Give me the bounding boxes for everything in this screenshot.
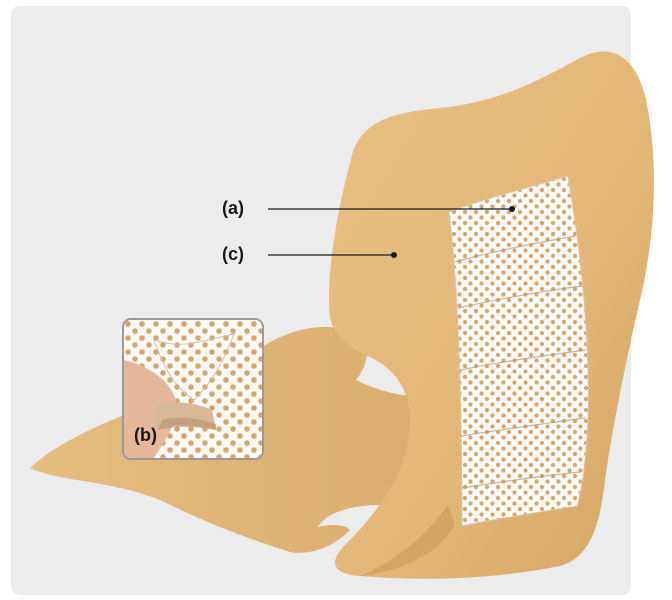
label-c: (c) (222, 244, 244, 265)
leader-dot-c (391, 252, 397, 258)
label-b: (b) (134, 425, 157, 446)
label-a: (a) (222, 198, 244, 219)
leader-dot-a (509, 206, 515, 212)
